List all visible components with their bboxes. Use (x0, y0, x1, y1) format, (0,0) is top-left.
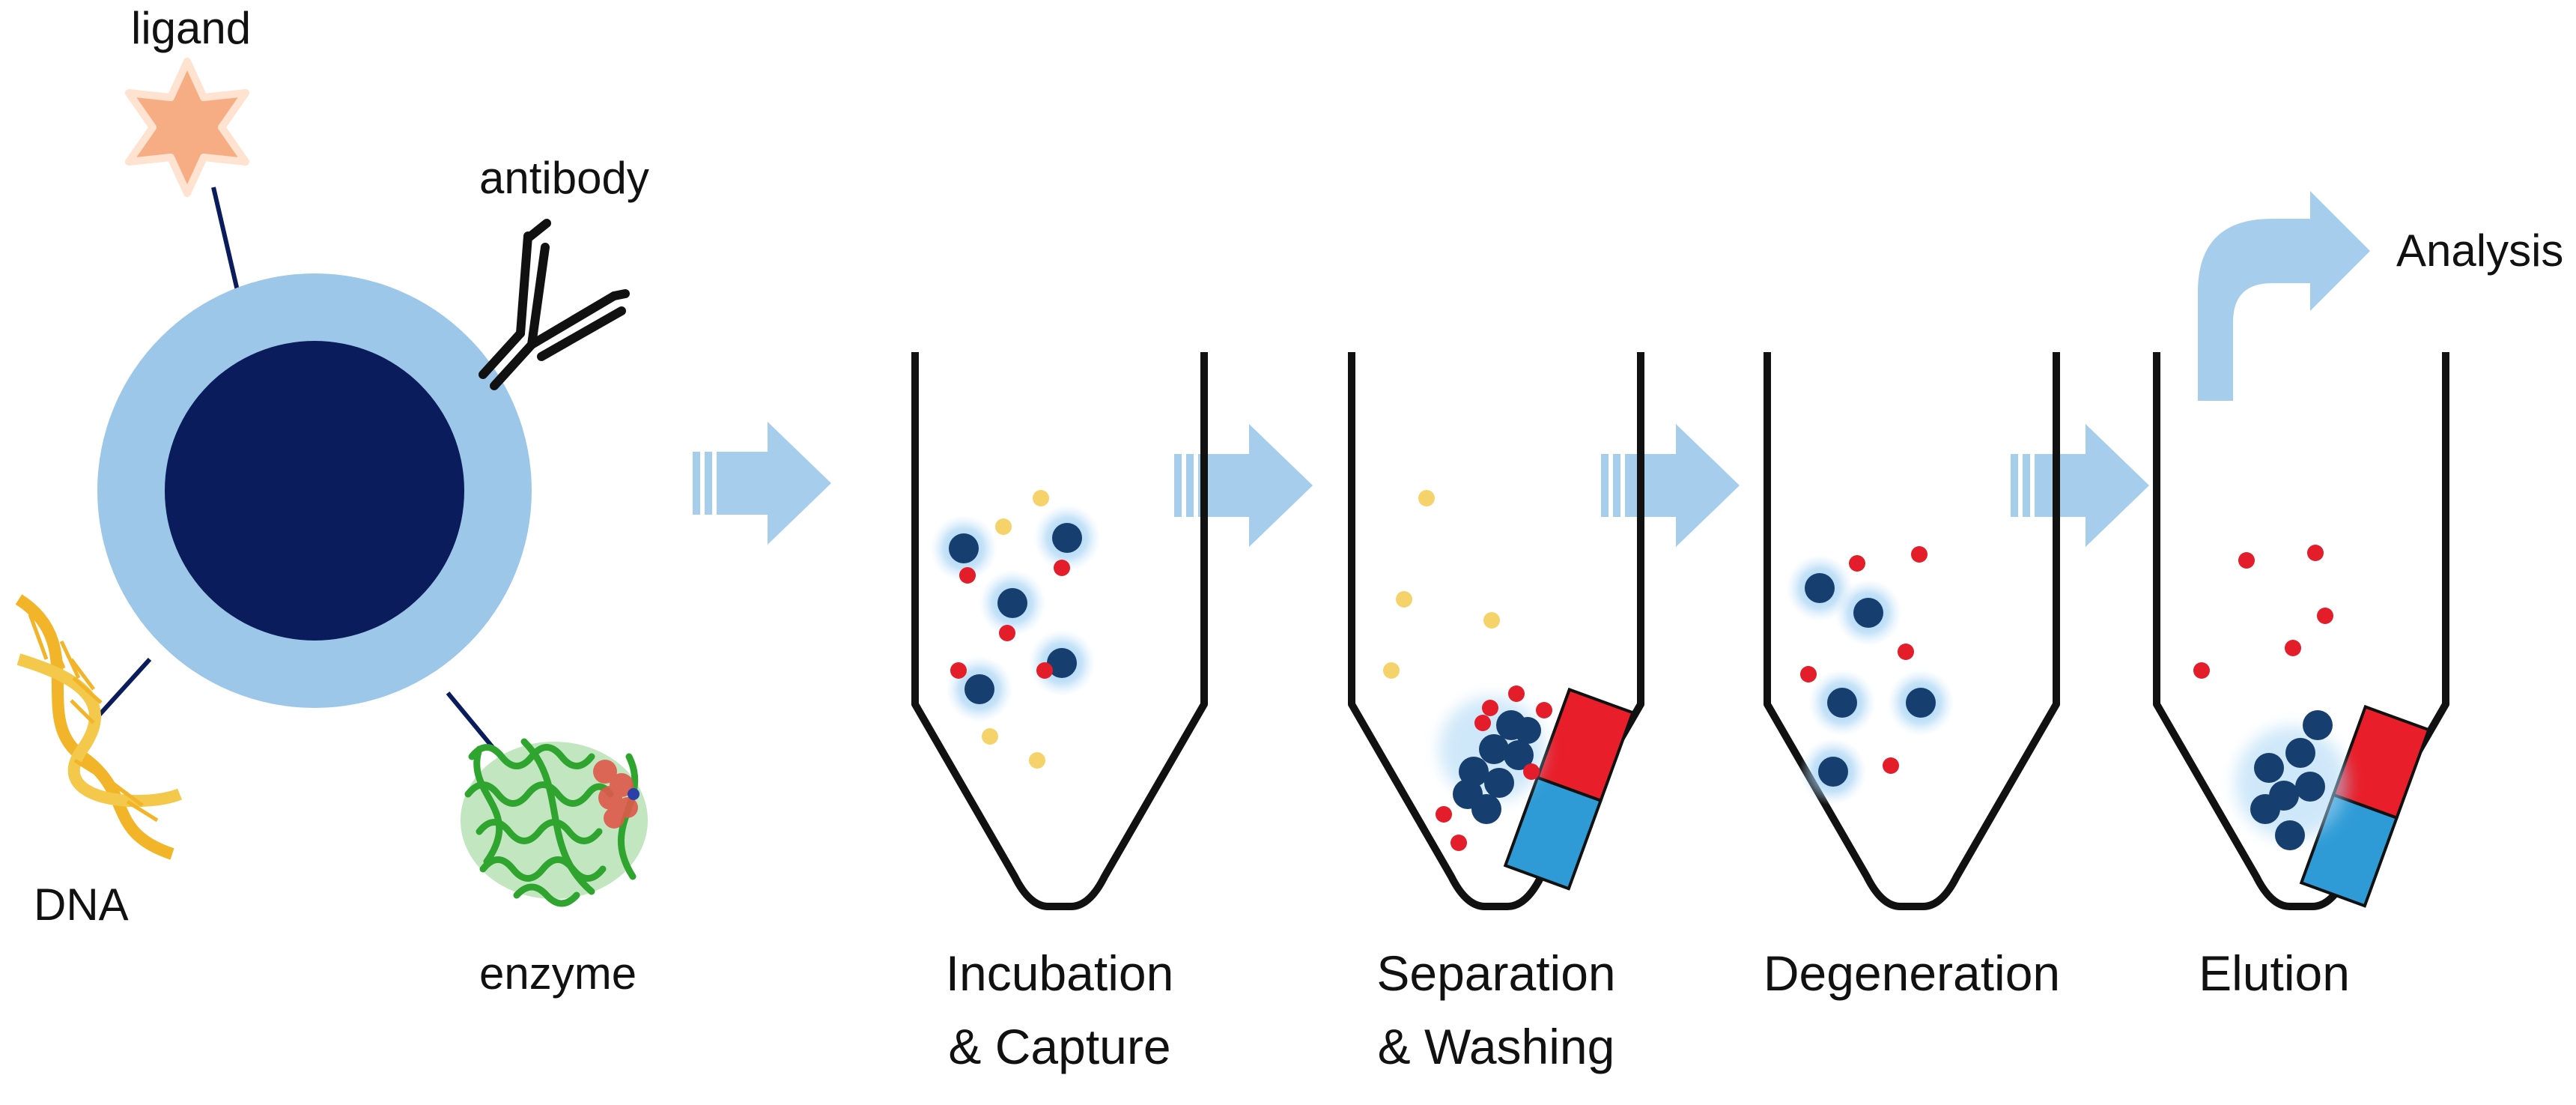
bead-group (1786, 554, 1954, 805)
analysis-arrow (2198, 191, 2370, 401)
tube-incubation: Incubation & Capture (911, 352, 1208, 1074)
tube-degeneration: Degeneration (1764, 352, 2060, 1001)
enzyme-linker (446, 691, 496, 751)
step-label-line1: Elution (2199, 945, 2350, 1001)
bead-cluster (1439, 697, 1544, 824)
flow-arrow-4 (2011, 424, 2149, 547)
flow-arrow-3 (1601, 424, 1740, 547)
enzyme-label: enzyme (479, 948, 637, 999)
step-label-line1: Degeneration (1764, 945, 2060, 1001)
step-label-line1: Separation (1376, 945, 1615, 1001)
target-molecules (1436, 685, 1552, 851)
bead-core (165, 341, 464, 641)
magnet (1503, 687, 1635, 891)
target-molecules (950, 560, 1070, 679)
tube-outline (911, 352, 1208, 910)
ligand-linker (211, 187, 240, 294)
functionalized-bead: ligand antibody DNA enzyme (15, 3, 649, 999)
antibody-label: antibody (479, 153, 649, 203)
step-label-line2: & Capture (948, 1019, 1170, 1074)
flow-arrows (693, 191, 2370, 547)
analysis-label: Analysis (2396, 225, 2563, 276)
enzyme-icon (461, 738, 648, 907)
dna-icon (15, 594, 182, 860)
impurity-molecules (1383, 490, 1500, 679)
tube-separation: Separation & Washing (1348, 352, 1644, 1074)
ligand-label: ligand (131, 3, 251, 53)
bead-group (930, 504, 1101, 723)
antibody-icon (479, 219, 630, 390)
ligand-icon (125, 58, 249, 197)
tube-elution: Elution (2153, 352, 2449, 1001)
flow-arrow-2 (1174, 424, 1313, 547)
target-molecules (1800, 546, 1928, 774)
dna-linker (97, 657, 152, 718)
bead-cluster (2235, 710, 2348, 850)
tube-outline (1348, 352, 1644, 910)
step-label-line2: & Washing (1378, 1019, 1615, 1074)
target-molecules (2193, 545, 2333, 679)
step-label-line1: Incubation (946, 945, 1174, 1001)
flow-arrow-1 (693, 422, 831, 545)
tube-outline (1764, 352, 2060, 910)
impurity-molecules (982, 490, 1049, 769)
dna-label: DNA (34, 880, 129, 930)
